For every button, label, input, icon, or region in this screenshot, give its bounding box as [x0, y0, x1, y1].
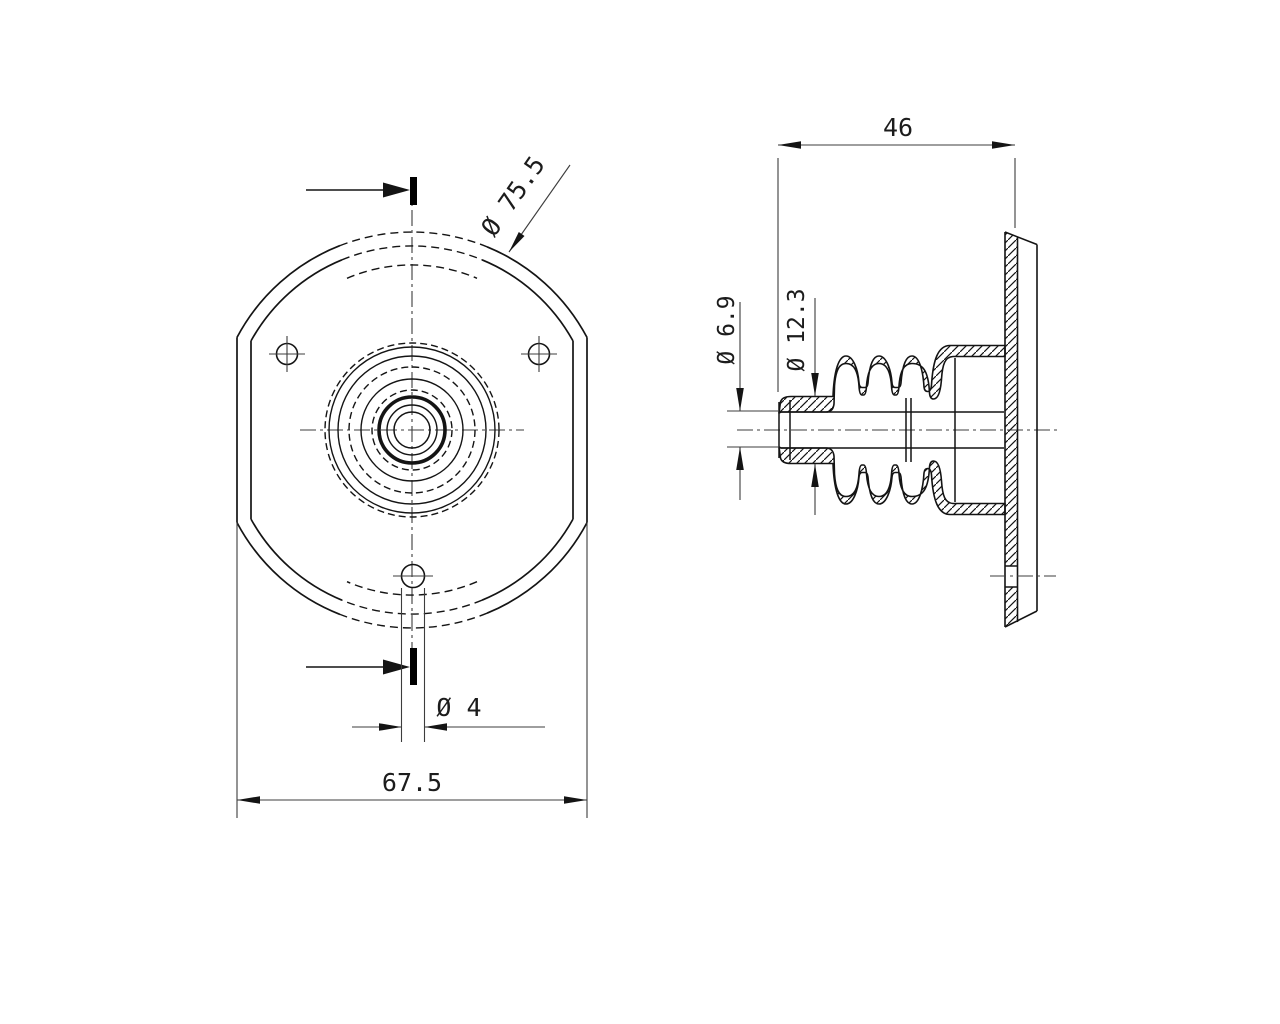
front-centerlines	[300, 183, 524, 662]
section-arrow-bottom	[306, 648, 417, 685]
flange-outline	[236, 244, 588, 616]
dim-overall-width: 67.5	[236, 523, 588, 818]
boss-circles	[324, 342, 500, 518]
bore-diameter-label: Ø 6.9	[714, 295, 740, 364]
small-hole	[393, 563, 433, 589]
mounting-holes	[269, 336, 557, 372]
bellows-interior-edges	[778, 358, 1004, 502]
overall-width-label: 67.5	[382, 768, 442, 797]
depth-label: 46	[883, 113, 913, 142]
dim-outer-diameter: Ø 75.5	[475, 151, 571, 253]
dim-depth: 46	[777, 113, 1016, 392]
small-hole-label: Ø 4	[436, 693, 481, 722]
stem-diameter-label: Ø 12.3	[784, 288, 810, 371]
flange-hidden-edges	[339, 231, 488, 629]
dim-bore-diameter: Ø 6.9	[714, 295, 779, 500]
front-view: Ø 75.5 Ø 4 67.5	[236, 151, 588, 818]
dim-stem-diameter: Ø 12.3	[784, 288, 819, 515]
flange-plate	[990, 231, 1056, 628]
outer-diameter-label: Ø 75.5	[475, 151, 551, 242]
side-view: 46 Ø 6.9 Ø 12.3	[714, 113, 1058, 628]
section-arrow-top	[306, 177, 417, 205]
dim-small-hole: Ø 4	[352, 588, 545, 742]
